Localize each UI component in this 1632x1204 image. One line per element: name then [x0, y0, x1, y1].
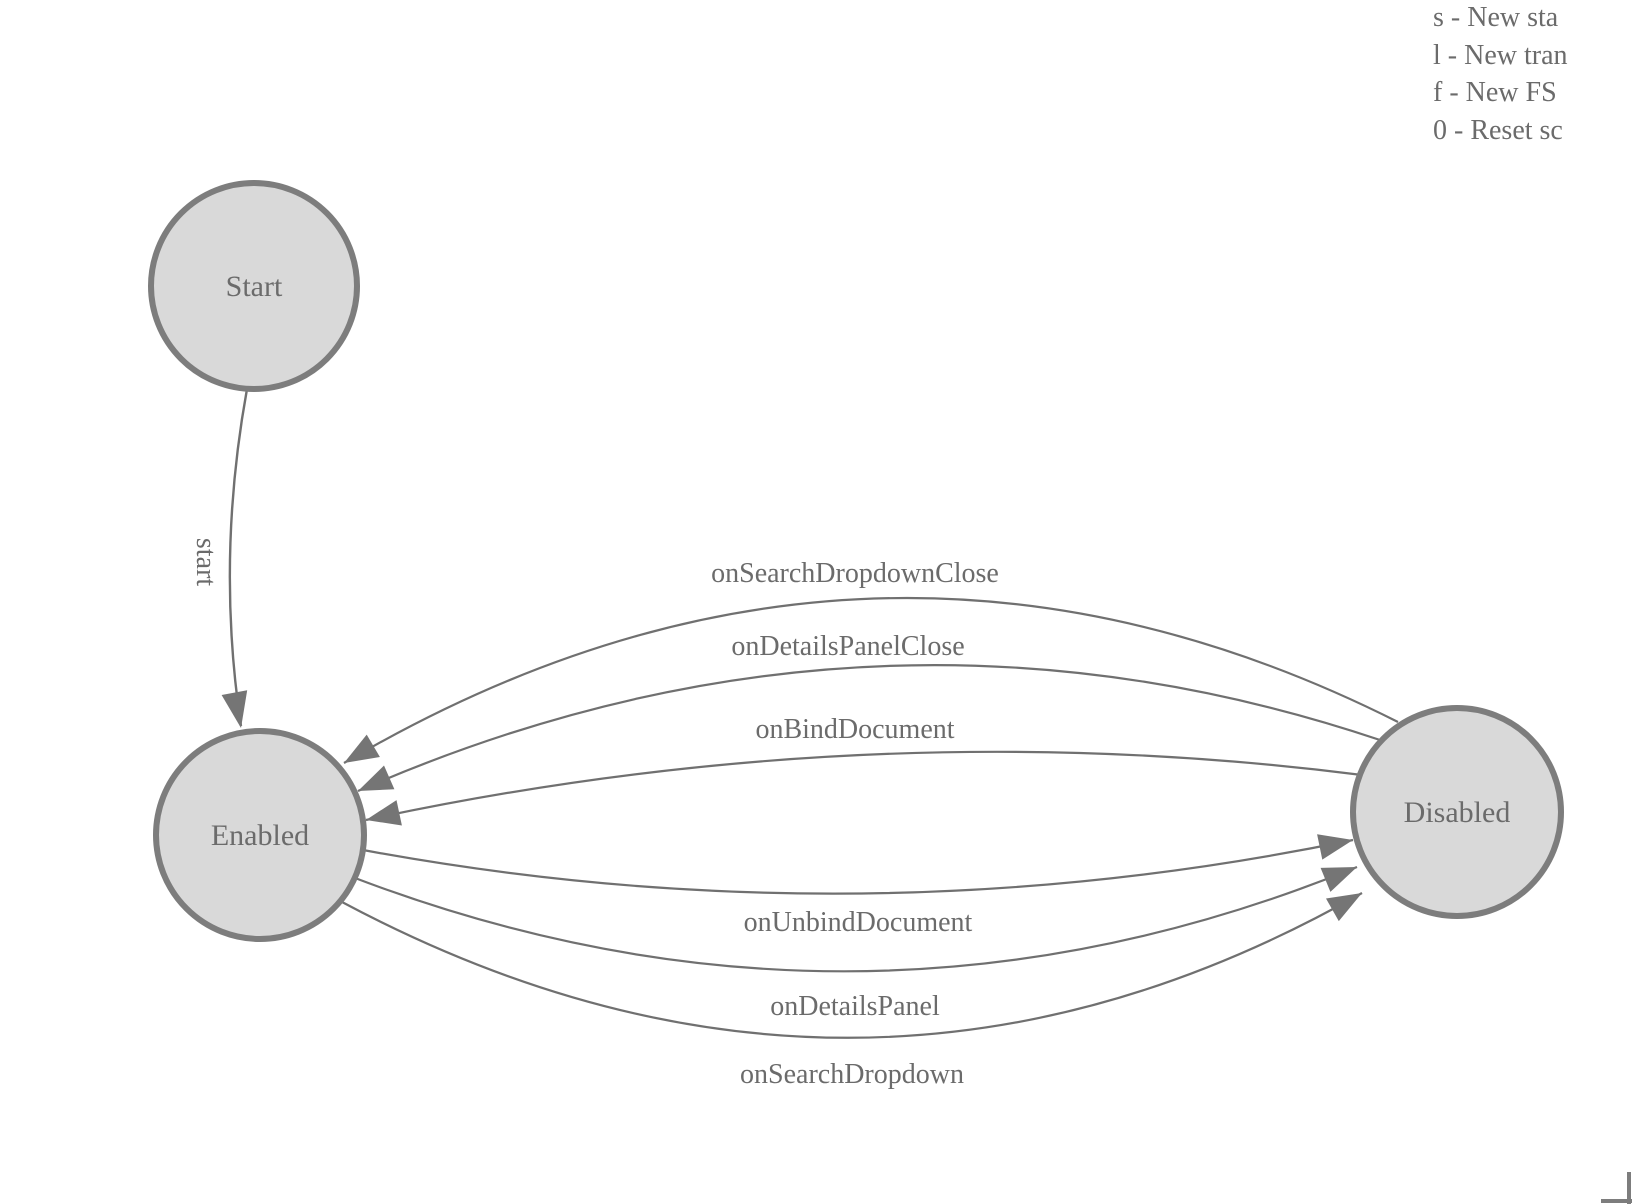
edge-start[interactable]	[228, 388, 249, 727]
edge-label-onDetailsPanelClose: onDetailsPanelClose	[731, 631, 964, 662]
edge-label-onSearchDropdown: onSearchDropdown	[740, 1059, 964, 1090]
legend-line-new-fsm: f - New FS	[1433, 77, 1557, 108]
node-disabled-label: Disabled	[1404, 796, 1511, 829]
arrowhead-onSearchDropdown	[1326, 893, 1362, 922]
node-enabled-circle[interactable]	[153, 728, 367, 942]
node-start[interactable]: Start	[148, 180, 360, 392]
edge-label-start: start	[190, 538, 221, 586]
edge-group	[221, 388, 1399, 1039]
edge-onSearchDropdownClose[interactable]	[343, 596, 1399, 764]
node-disabled-circle[interactable]	[1350, 705, 1564, 919]
edge-label-onUnbindDocument: onUnbindDocument	[744, 907, 973, 938]
arrowhead-onDetailsPanelClose	[358, 765, 395, 791]
edge-label-group: start onSearchDropdownClose onDetailsPan…	[190, 538, 999, 1090]
node-disabled[interactable]: Disabled	[1350, 705, 1564, 919]
edge-onBindDocument[interactable]	[365, 750, 1363, 822]
edge-onSearchDropdown[interactable]	[341, 892, 1363, 1039]
node-start-circle[interactable]	[148, 180, 360, 392]
arrowhead-start-edge	[221, 690, 248, 728]
edge-onUnbindDocument[interactable]	[362, 838, 1354, 895]
node-enabled[interactable]: Enabled	[153, 728, 367, 942]
arrowhead-onSearchDropdownClose	[344, 734, 380, 763]
node-enabled-label: Enabled	[211, 819, 309, 852]
edge-label-onSearchDropdownClose: onSearchDropdownClose	[711, 558, 999, 589]
arrowhead-onUnbindDocument	[1317, 834, 1353, 860]
arrowhead-onDetailsPanel	[1320, 867, 1357, 892]
offscreen-box-corner	[1601, 1172, 1632, 1204]
arrowhead-onBindDocument	[366, 800, 402, 826]
offscreen-box-corner-top	[1601, 1199, 1632, 1203]
edge-label-onDetailsPanel: onDetailsPanel	[770, 991, 940, 1022]
edge-label-onBindDocument: onBindDocument	[755, 714, 954, 745]
edge-onDetailsPanelClose[interactable]	[357, 664, 1381, 793]
legend: s - New sta l - New tran f - New FS 0 - …	[1433, 2, 1568, 146]
node-start-label: Start	[226, 270, 283, 303]
edge-onDetailsPanel[interactable]	[354, 865, 1358, 973]
legend-line-new-state: s - New sta	[1433, 2, 1559, 33]
legend-line-reset: 0 - Reset sc	[1433, 115, 1563, 146]
offscreen-box-corner-left	[1627, 1172, 1631, 1204]
legend-line-new-transition: l - New tran	[1433, 40, 1568, 71]
